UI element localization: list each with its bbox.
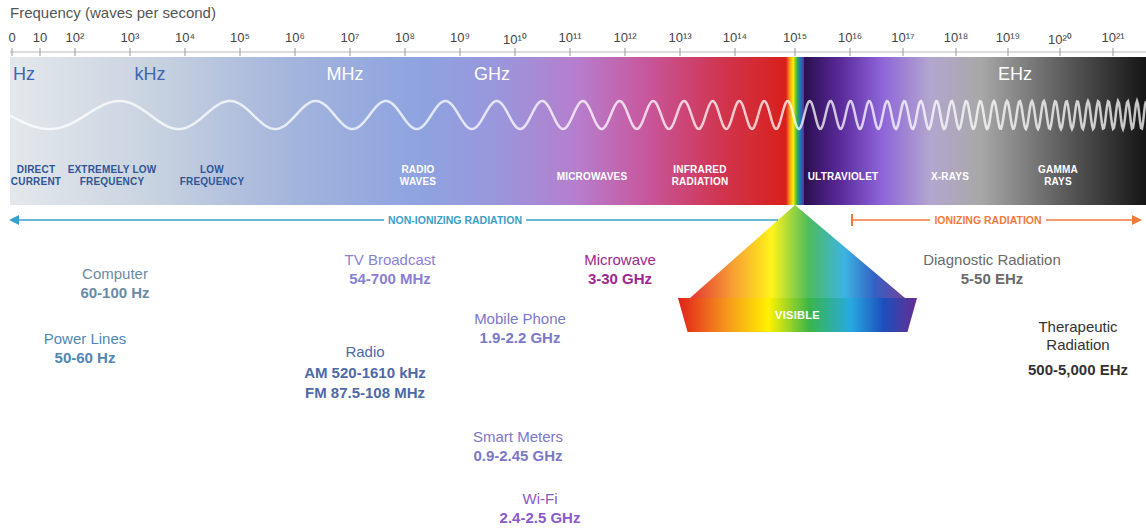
unit-label: Hz (13, 64, 35, 85)
example-value: 500-5,000 EHz (1028, 361, 1128, 379)
tick-mark (956, 48, 957, 56)
tick-mark (295, 48, 296, 56)
example-name: Wi-Fi (523, 490, 558, 508)
example-value: 60-100 Hz (80, 284, 149, 302)
example-value: 54-700 MHz (349, 270, 431, 288)
tick-label: 10 (33, 30, 47, 45)
band-label: X-RAYS (931, 171, 969, 183)
tick-mark (625, 48, 626, 56)
tick-label: 10⁸ (395, 30, 415, 45)
tick-label: 10⁶ (285, 30, 305, 45)
tick-label: 10⁷ (340, 30, 359, 45)
range-label: NON-IONIZING RADIATION (384, 213, 526, 227)
axis-line (10, 52, 1146, 53)
tick-mark (1113, 48, 1114, 56)
tick-mark (850, 48, 851, 56)
example-name: Smart Meters (473, 428, 563, 446)
example-name: Computer (82, 265, 148, 283)
example-value: 1.9-2.2 GHz (480, 329, 561, 347)
tick-mark (1060, 48, 1061, 56)
tick-mark (185, 48, 186, 56)
example-value: AM 520-1610 kHz (304, 364, 426, 382)
band-label: LOW FREQUENCY (177, 164, 247, 187)
tick-mark (350, 48, 351, 56)
tick-label: 10¹⁹ (996, 30, 1020, 45)
tick-mark (795, 48, 796, 56)
visible-stripe (786, 57, 804, 205)
trapezoid-fill (678, 298, 917, 332)
wave-and-ticks (10, 48, 1146, 129)
tick-label: 10²¹ (1101, 30, 1124, 45)
tick-label: 10⁹ (450, 30, 470, 45)
unit-label: MHz (327, 64, 364, 85)
tick-label: 10⁴ (175, 30, 195, 45)
tick-label: 10³ (121, 30, 140, 45)
tick-label: 10² (66, 30, 85, 45)
tick-label: 10¹² (613, 30, 636, 45)
tick-label: 10¹⁰ (503, 30, 527, 48)
unit-label: EHz (998, 64, 1032, 85)
example-value: FM 87.5-108 MHz (305, 384, 425, 402)
tick-mark (12, 48, 13, 56)
spectrum-band (10, 57, 1146, 205)
visible-prism (690, 205, 905, 298)
example-value: 2.4-2.5 GHz (500, 509, 581, 527)
tick-mark (515, 48, 516, 56)
tick-label: 10¹⁵ (783, 30, 807, 45)
tick-label: 10¹⁸ (944, 30, 968, 45)
tick-mark (903, 48, 904, 56)
tick-mark (460, 48, 461, 56)
example-name: Therapeutic Radiation (1018, 318, 1138, 354)
tick-mark (405, 48, 406, 56)
tick-mark (570, 48, 571, 56)
example-name: Power Lines (44, 330, 127, 348)
tick-mark (40, 48, 41, 56)
arrow-head (9, 215, 19, 225)
tick-mark (240, 48, 241, 56)
tick-label: 10¹⁴ (723, 30, 747, 45)
band-label: ULTRAVIOLET (808, 171, 879, 183)
example-name: TV Broadcast (345, 251, 436, 269)
range-label: IONIZING RADIATION (930, 213, 1045, 227)
tick-label: 10¹⁶ (838, 30, 862, 45)
example-name: Radio (345, 343, 384, 361)
axis-title: Frequency (waves per second) (10, 4, 216, 21)
tick-label: 10¹¹ (558, 30, 581, 45)
tick-label: 10⁵ (230, 30, 250, 45)
tick-mark (1008, 48, 1009, 56)
band-label: VISIBLE (678, 309, 917, 321)
example-name: Microwave (584, 251, 656, 269)
tick-mark (130, 48, 131, 56)
tick-mark (735, 48, 736, 56)
band-label: INFRARED RADIATION (664, 164, 736, 187)
tick-label: 0 (8, 30, 15, 45)
unit-label: kHz (135, 64, 166, 85)
band-label: RADIO WAVES (393, 164, 443, 187)
band-label: EXTREMELY LOW FREQUENCY (66, 164, 158, 187)
unit-label: GHz (474, 64, 510, 85)
example-value: 0.9-2.45 GHz (473, 447, 562, 465)
example-name: Diagnostic Radiation (923, 251, 1061, 269)
band-label: GAMMA RAYS (1033, 164, 1083, 187)
band-label: DIRECT CURRENT (6, 164, 66, 187)
band-label: MICROWAVES (557, 171, 628, 183)
tick-label: 10²⁰ (1048, 30, 1072, 48)
tick-mark (680, 48, 681, 56)
example-name: Mobile Phone (474, 310, 566, 328)
visible-band-box: VISIBLE (678, 298, 917, 332)
example-value: 5-50 EHz (961, 270, 1024, 288)
tick-mark (75, 48, 76, 56)
tick-label: 10¹⁷ (891, 30, 915, 45)
arrow-head (1132, 215, 1142, 225)
example-value: 50-60 Hz (55, 349, 116, 367)
wave-line (10, 101, 1146, 129)
example-value: 3-30 GHz (588, 270, 652, 288)
tick-label: 10¹³ (668, 30, 691, 45)
